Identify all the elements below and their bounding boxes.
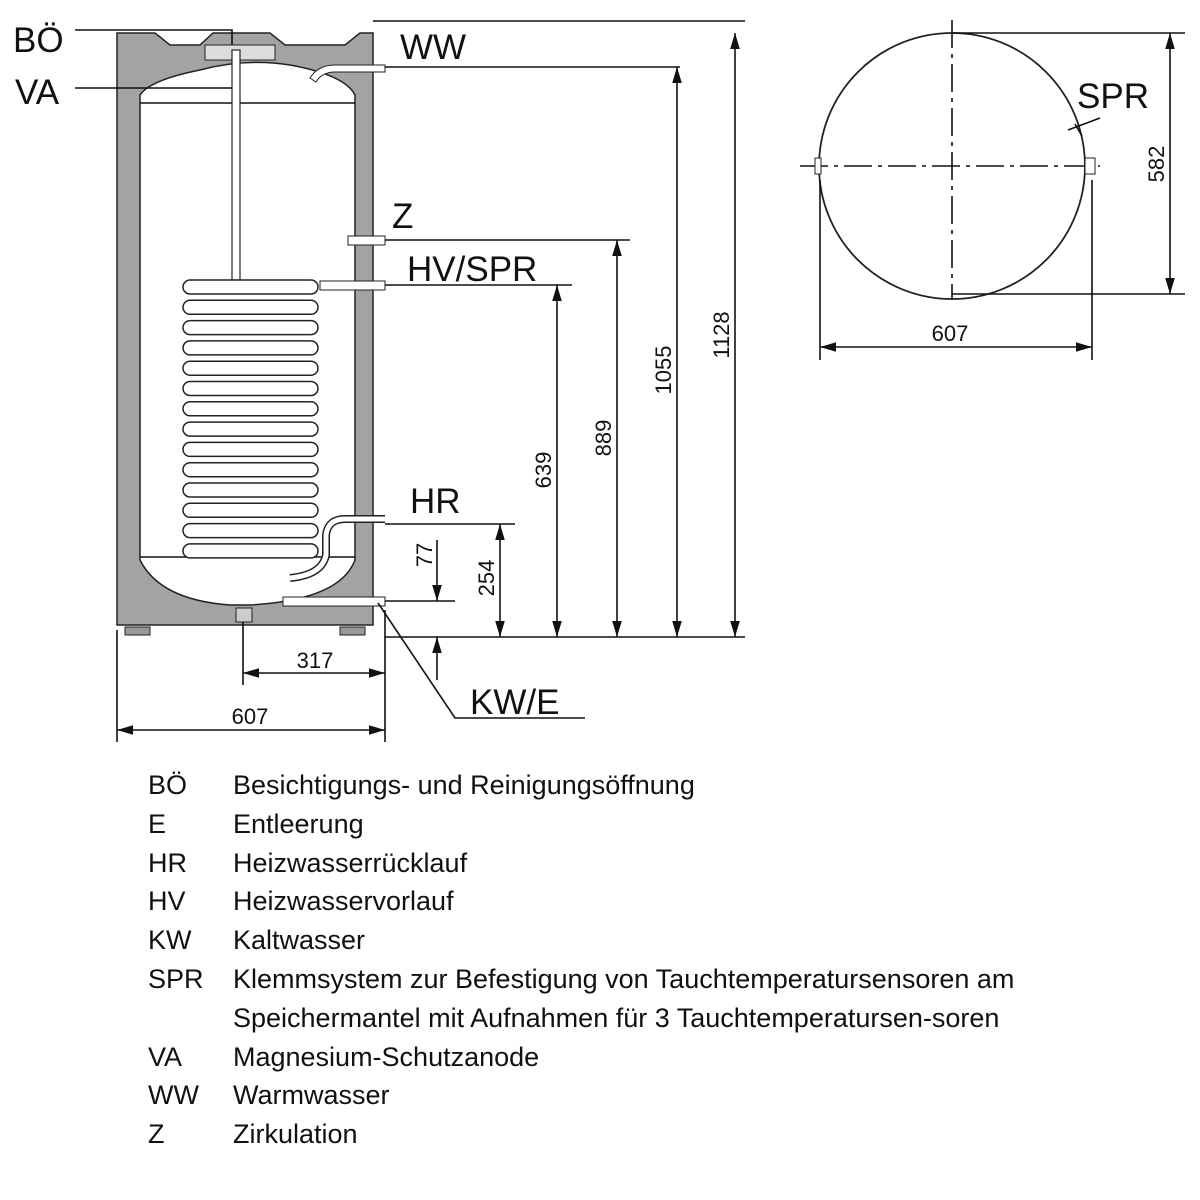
legend-abbr: HR — [148, 847, 187, 878]
label-hr: HR — [410, 482, 461, 521]
coil-loop — [182, 340, 319, 356]
coil-loop — [182, 441, 319, 458]
legend-desc: Warmwasser — [233, 1080, 390, 1111]
legend-desc: Entleerung — [233, 808, 364, 839]
coil-loop — [182, 299, 319, 316]
coil-loop — [182, 461, 319, 478]
legend-desc: Kaltwasser — [233, 925, 366, 956]
legend-row: WW Warmwasser — [148, 1076, 1103, 1115]
dim-889: 889 — [591, 420, 616, 457]
dim-1128: 1128 — [709, 311, 734, 358]
tank-diagram: BÖ VA WW Z HV/SPR HR KW/E SPR 1128 1055 … — [13, 20, 1185, 742]
dim-607-bottom: 607 — [232, 704, 269, 729]
anode-rod — [231, 49, 241, 281]
label-bo: BÖ — [13, 21, 64, 60]
label-ww: WW — [400, 28, 466, 67]
legend-abbr: SPR — [148, 963, 204, 994]
legend-abbr: E — [148, 808, 167, 839]
legend-abbr: VA — [148, 1041, 183, 1072]
legend-desc: Zirkulation — [233, 1119, 358, 1150]
legend-row: E Entleerung — [148, 805, 1103, 844]
legend-abbr: Z — [148, 1119, 165, 1150]
coil-loop — [182, 543, 319, 559]
legend-abbr: WW — [148, 1080, 199, 1111]
legend-row: VA Magnesium-Schutzanode — [148, 1038, 1103, 1077]
label-va: VA — [15, 73, 60, 112]
coil-loop — [182, 401, 319, 417]
tank-top-view — [800, 20, 1185, 360]
coil-loop — [182, 502, 319, 519]
coil-loop — [182, 522, 319, 539]
legend-desc: Magnesium-Schutzanode — [233, 1041, 540, 1072]
label-kw-e: KW/E — [470, 683, 559, 722]
legend-row: BÖ Besichtigungs- und Reinigungsöffnung — [148, 766, 1103, 805]
dim-77: 77 — [412, 543, 437, 567]
coil-loop — [182, 482, 319, 498]
legend-row: HR Heizwasserrücklauf — [148, 844, 1103, 883]
coil-loop — [182, 421, 319, 437]
coil-loop — [182, 319, 319, 336]
coil-loop — [182, 279, 319, 295]
legend-row: Z Zirkulation — [148, 1115, 1103, 1154]
legend-abbr: HV — [148, 886, 186, 917]
label-hv-spr: HV/SPR — [407, 250, 537, 289]
legend-desc: Klemmsystem zur Befestigung von Tauchtem… — [233, 963, 1015, 1033]
tank-side-view — [116, 32, 386, 636]
legend-row: SPR Klemmsystem zur Befestigung von Tauch… — [148, 960, 1103, 1038]
heat-exchanger-coil — [182, 279, 319, 559]
dim-639: 639 — [531, 452, 556, 489]
label-z: Z — [392, 197, 413, 236]
dim-582: 582 — [1144, 146, 1169, 183]
dim-607-top: 607 — [932, 321, 969, 346]
dim-254: 254 — [474, 560, 499, 597]
legend-abbr: KW — [148, 925, 192, 956]
dim-317: 317 — [297, 648, 334, 673]
label-spr: SPR — [1077, 77, 1149, 116]
coil-loop — [182, 380, 319, 397]
legend-abbr: BÖ — [148, 770, 188, 800]
legend-desc: Besichtigungs- und Reinigungsöffnung — [233, 770, 695, 800]
legend-desc: Heizwasservorlauf — [233, 886, 454, 917]
legend: BÖ Besichtigungs- und Reinigungsöffnung E… — [148, 766, 1103, 1154]
coil-loop — [182, 360, 319, 376]
legend-row: KW Kaltwasser — [148, 921, 1103, 960]
legend-desc: Heizwasserrücklauf — [233, 847, 468, 878]
dim-1055: 1055 — [651, 346, 676, 395]
legend-row: HV Heizwasservorlauf — [148, 882, 1103, 921]
